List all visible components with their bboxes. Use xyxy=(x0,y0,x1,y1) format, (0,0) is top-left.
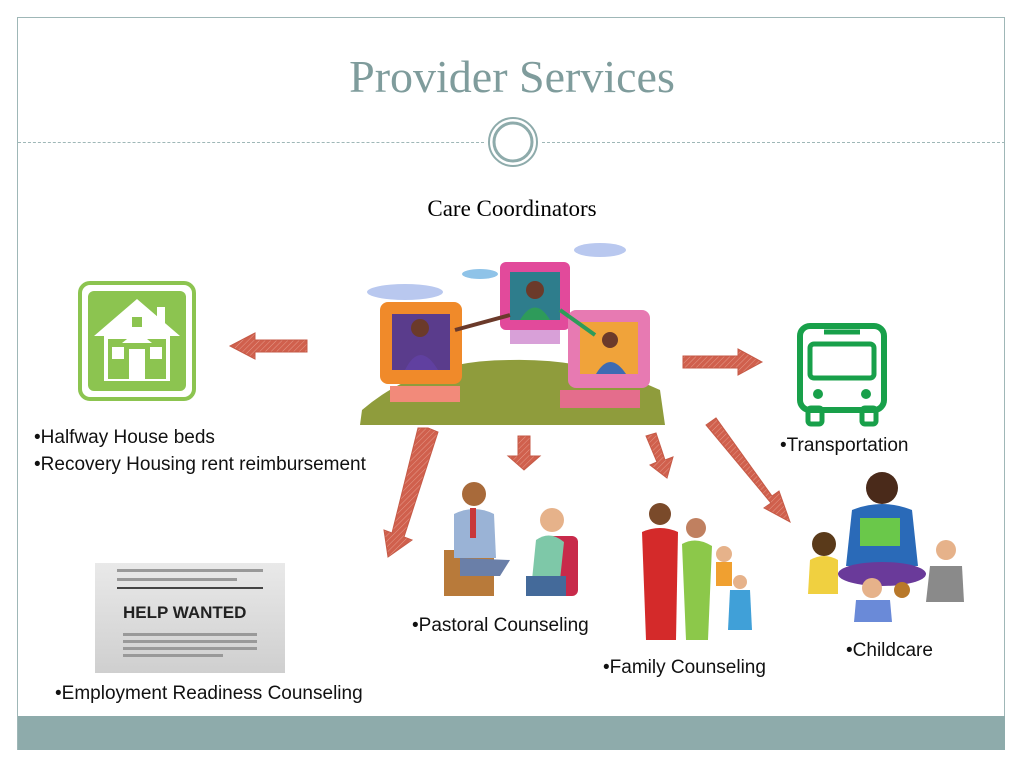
house-icon xyxy=(78,281,196,401)
arrow-down-pastoral xyxy=(506,435,542,471)
transportation-label: •Transportation xyxy=(780,435,909,456)
arrow-down-childcare xyxy=(705,417,791,524)
housing-label-halfway: •Halfway House beds xyxy=(34,427,215,448)
arrow-left-housing xyxy=(228,332,308,360)
family-clipart xyxy=(642,503,752,640)
pastor-clipart xyxy=(444,482,578,596)
slide-title: Provider Services xyxy=(349,51,675,102)
arrow-down-family xyxy=(645,432,674,479)
newspaper-clipart: HELP WANTED xyxy=(95,563,285,673)
title-divider-left xyxy=(18,142,484,143)
footer-bar xyxy=(18,716,1005,750)
title-ornament-circle xyxy=(488,117,538,167)
employment-label: •Employment Readiness Counseling xyxy=(55,683,363,704)
arrow-down-employment xyxy=(383,427,439,558)
arrow-right-transport xyxy=(682,348,764,376)
family-label: •Family Counseling xyxy=(603,657,766,678)
housing-label-recovery: •Recovery Housing rent reimbursement xyxy=(34,454,366,475)
childcare-label: •Childcare xyxy=(846,640,933,661)
childcare-clipart xyxy=(808,472,964,622)
pastoral-label: •Pastoral Counseling xyxy=(412,615,589,636)
help-wanted-text: HELP WANTED xyxy=(123,603,247,622)
center-label: Care Coordinators xyxy=(427,196,597,221)
bus-icon xyxy=(797,323,887,427)
title-divider-right xyxy=(542,142,1005,143)
computers-clipart xyxy=(360,243,665,425)
